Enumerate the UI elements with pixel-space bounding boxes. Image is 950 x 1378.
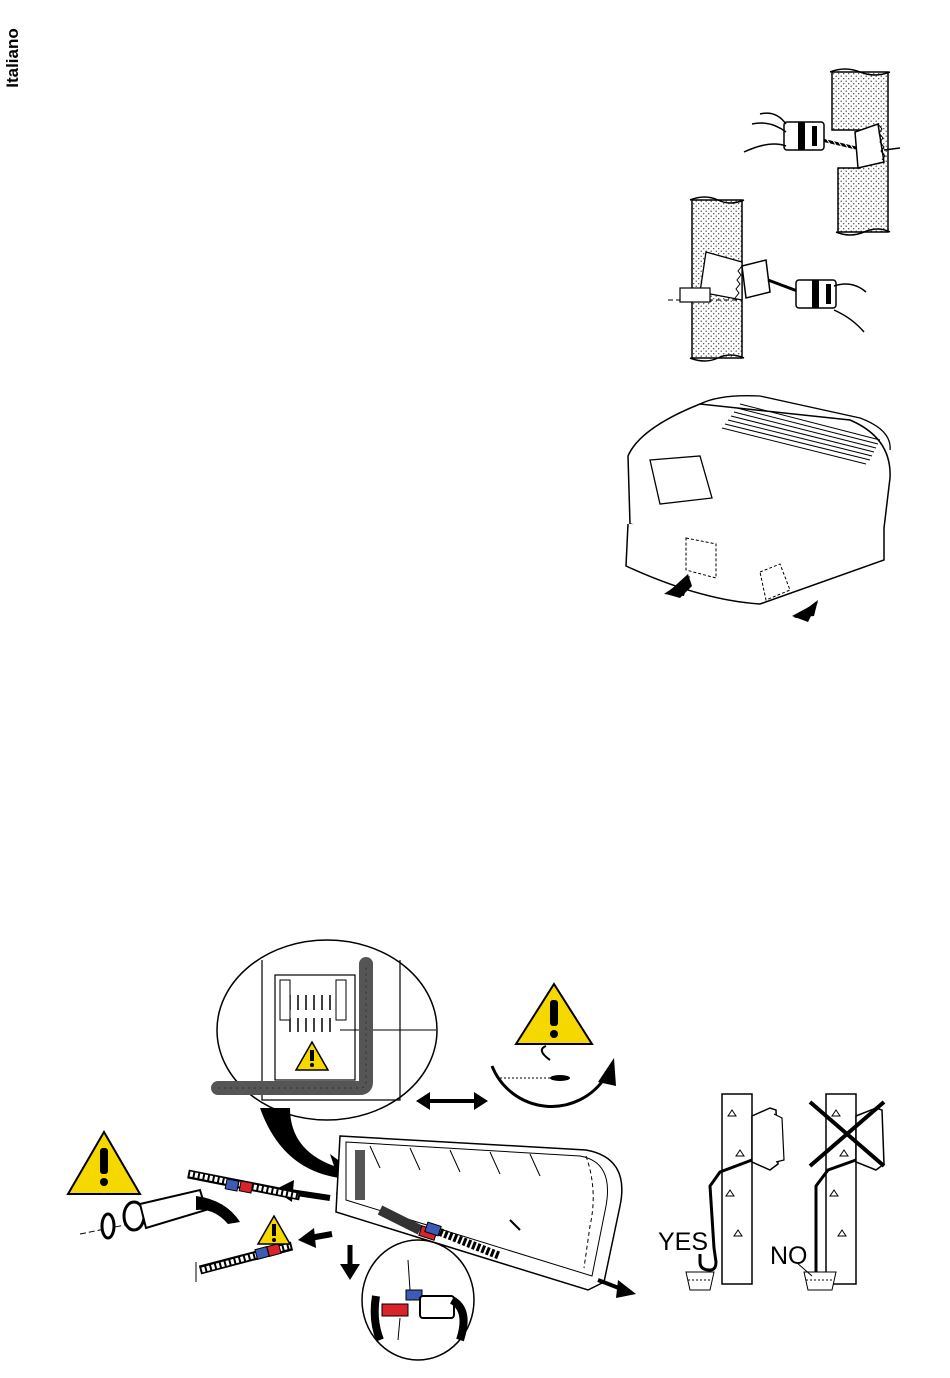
indoor-unit-cover [626, 396, 890, 604]
connection-detail-zoom [217, 940, 437, 1120]
refrigerant-pipe-lower [196, 1244, 292, 1282]
arrow-icon [792, 600, 818, 622]
double-arrow-icon [416, 1092, 488, 1110]
warning-triangle-icon [516, 984, 592, 1044]
arrow-icon [298, 1228, 332, 1248]
drain-wrong-diagram [796, 1094, 884, 1290]
drain-yes-label: YES [658, 1228, 708, 1256]
refrigerant-pipe-upper [188, 1174, 300, 1196]
rotation-arrow-icon [492, 1046, 616, 1106]
pipe-joint-zoom [362, 1240, 474, 1360]
flare-nut [80, 1190, 240, 1238]
drain-no-label: NO [770, 1242, 808, 1270]
warning-triangle-icon [258, 1216, 290, 1244]
drill-wall-top [744, 69, 900, 235]
drill-wall-bottom [668, 197, 866, 361]
arrow-icon [340, 1245, 360, 1280]
warning-triangle-icon [68, 1132, 140, 1194]
